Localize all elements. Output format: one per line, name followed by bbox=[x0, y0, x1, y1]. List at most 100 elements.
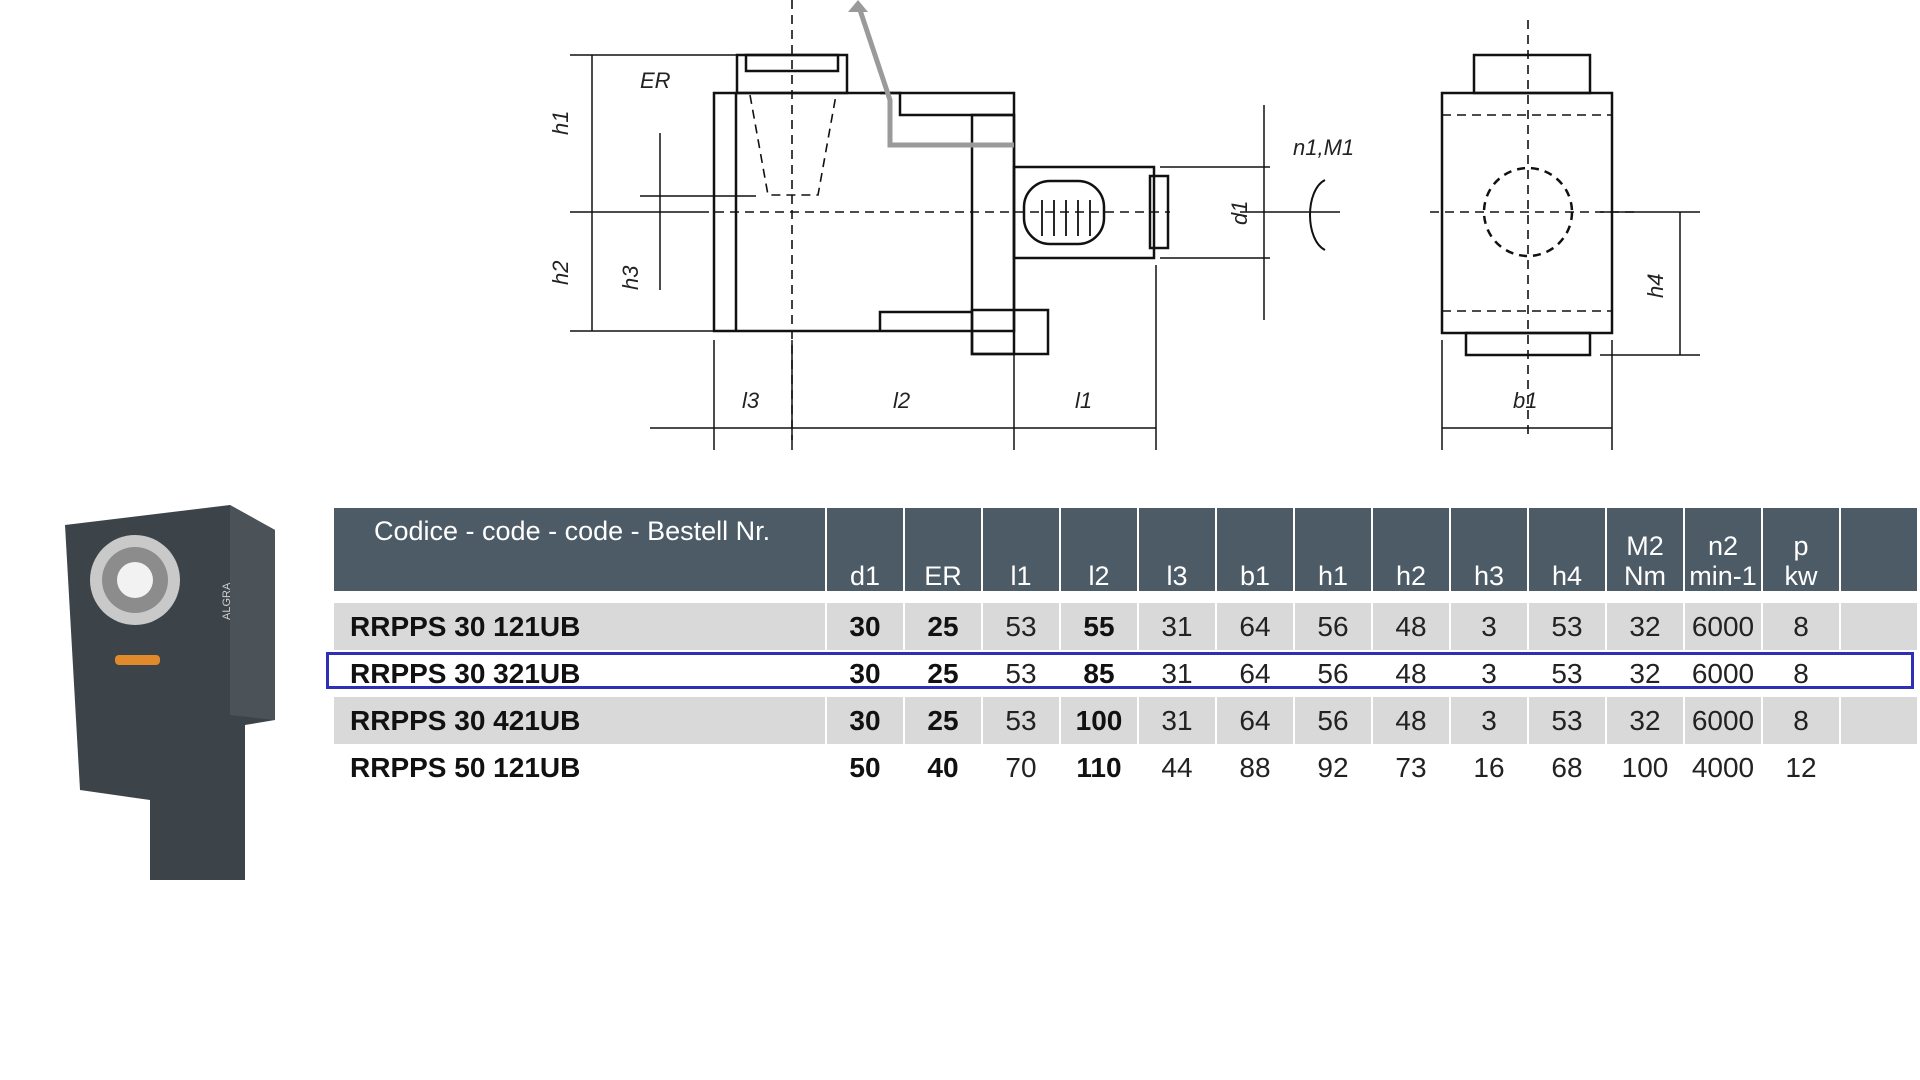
col-m2-bottom: Nm bbox=[1624, 561, 1666, 591]
col-n2-top: n2 bbox=[1707, 531, 1739, 561]
rotation-arrow-icon bbox=[1309, 179, 1326, 251]
cell-l2: 110 bbox=[1060, 744, 1139, 791]
cell-n2: 6000 bbox=[1684, 603, 1763, 650]
col-l3: l3 bbox=[1138, 508, 1217, 591]
col-h4: h4 bbox=[1528, 508, 1607, 591]
col-p-bottom: kw bbox=[1784, 561, 1818, 591]
cell-h2: 48 bbox=[1372, 603, 1451, 650]
col-h2: h2 bbox=[1372, 508, 1451, 591]
col-b1: b1 bbox=[1216, 508, 1295, 591]
cell-d1: 30 bbox=[826, 603, 905, 650]
cell-d1: 30 bbox=[826, 650, 905, 697]
cell-l2: 100 bbox=[1060, 697, 1139, 744]
er-label: ER bbox=[640, 68, 671, 93]
cell-h3: 16 bbox=[1450, 744, 1529, 791]
side-view-body bbox=[712, 91, 1016, 333]
l2-label: l2 bbox=[893, 388, 910, 413]
cell-b1: 64 bbox=[1216, 603, 1295, 650]
cell-h1: 92 bbox=[1294, 744, 1373, 791]
cell-h3: 3 bbox=[1450, 697, 1529, 744]
cell-m2: 32 bbox=[1606, 697, 1685, 744]
col-m2-top: M2 bbox=[1626, 531, 1664, 561]
cell-p: 8 bbox=[1762, 603, 1841, 650]
cell-d1: 50 bbox=[826, 744, 905, 791]
h2-label: h2 bbox=[548, 261, 573, 285]
col-p-top: p bbox=[1793, 531, 1809, 561]
col-l2: l2 bbox=[1060, 508, 1139, 591]
collet-icon bbox=[117, 562, 153, 598]
cell-er: 25 bbox=[904, 650, 983, 697]
cell-l1: 53 bbox=[982, 603, 1061, 650]
cell-d1: 30 bbox=[826, 697, 905, 744]
cell-m2: 32 bbox=[1606, 650, 1685, 697]
pipe-arrow-icon bbox=[848, 0, 868, 12]
cell-l3: 44 bbox=[1138, 744, 1217, 791]
n1m1-label: n1,M1 bbox=[1293, 135, 1354, 160]
spec-table: Codice - code - code - Bestell Nr. d1 ER… bbox=[334, 508, 1919, 791]
cell-empty bbox=[1840, 744, 1919, 791]
cell-h4: 53 bbox=[1528, 650, 1607, 697]
cell-n2: 6000 bbox=[1684, 697, 1763, 744]
cell-l3: 31 bbox=[1138, 650, 1217, 697]
cell-l1: 53 bbox=[982, 650, 1061, 697]
col-l1: l1 bbox=[982, 508, 1061, 591]
product-photo: ALGRA bbox=[65, 505, 275, 880]
technical-drawing: ER h1 h2 h3 l3 l2 l1 d1 n1,M1 h4 b1 bbox=[548, 0, 1700, 450]
b1-label: b1 bbox=[1513, 388, 1537, 413]
l1-label: l1 bbox=[1075, 388, 1092, 413]
cell-p: 8 bbox=[1762, 650, 1841, 697]
cell-h3: 3 bbox=[1450, 603, 1529, 650]
cell-m2: 100 bbox=[1606, 744, 1685, 791]
cell-l1: 53 bbox=[982, 697, 1061, 744]
cell-h4: 68 bbox=[1528, 744, 1607, 791]
cell-h3: 3 bbox=[1450, 650, 1529, 697]
col-code: Codice - code - code - Bestell Nr. bbox=[334, 508, 827, 591]
brand-mark: ALGRA bbox=[221, 582, 233, 620]
cell-er: 40 bbox=[904, 744, 983, 791]
coolant-pipe bbox=[857, 9, 1014, 148]
cell-empty bbox=[1840, 650, 1919, 697]
side-view-bottom-foot bbox=[970, 308, 1050, 356]
cell-h1: 56 bbox=[1294, 697, 1373, 744]
cell-h2: 48 bbox=[1372, 650, 1451, 697]
cell-l3: 31 bbox=[1138, 603, 1217, 650]
col-d1: d1 bbox=[826, 508, 905, 591]
cell-h2: 73 bbox=[1372, 744, 1451, 791]
cell-b1: 88 bbox=[1216, 744, 1295, 791]
cell-l2: 55 bbox=[1060, 603, 1139, 650]
col-er: ER bbox=[904, 508, 983, 591]
cell-h1: 56 bbox=[1294, 650, 1373, 697]
row-highlight-box bbox=[326, 652, 1914, 689]
cell-l3: 31 bbox=[1138, 697, 1217, 744]
col-n2-bottom: min-1 bbox=[1689, 561, 1757, 591]
l3-label: l3 bbox=[742, 388, 760, 413]
cell-h4: 53 bbox=[1528, 603, 1607, 650]
cell-code: RRPPS 30 421UB bbox=[334, 697, 827, 744]
cell-n2: 6000 bbox=[1684, 650, 1763, 697]
cell-er: 25 bbox=[904, 697, 983, 744]
col-empty bbox=[1840, 508, 1919, 591]
col-h1: h1 bbox=[1294, 508, 1373, 591]
cell-p: 8 bbox=[1762, 697, 1841, 744]
cell-empty bbox=[1840, 603, 1919, 650]
cell-l2: 85 bbox=[1060, 650, 1139, 697]
coolant-lever-icon bbox=[115, 655, 160, 665]
h3-label: h3 bbox=[618, 265, 643, 290]
cell-b1: 64 bbox=[1216, 697, 1295, 744]
cell-m2: 32 bbox=[1606, 603, 1685, 650]
cell-code: RRPPS 30 121UB bbox=[334, 603, 827, 650]
col-h3: h3 bbox=[1450, 508, 1529, 591]
h4-label: h4 bbox=[1643, 274, 1668, 298]
front-view-body bbox=[1440, 91, 1614, 335]
cell-h1: 56 bbox=[1294, 603, 1373, 650]
cell-l1: 70 bbox=[982, 744, 1061, 791]
table-header-row: Codice - code - code - Bestell Nr. d1 ER… bbox=[334, 508, 1919, 591]
cell-h4: 53 bbox=[1528, 697, 1607, 744]
